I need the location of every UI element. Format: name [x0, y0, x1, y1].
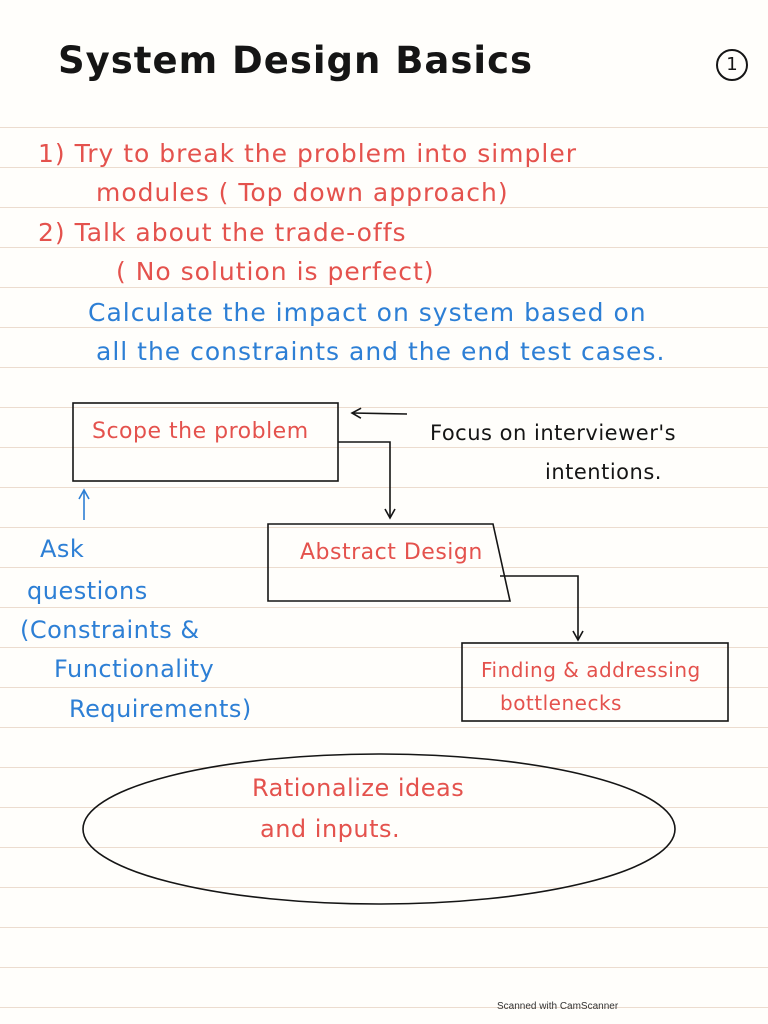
- title-band: [0, 0, 768, 118]
- bottleneck-box: [461, 642, 729, 722]
- rationalize-label-line-1: Rationalize ideas: [252, 774, 465, 802]
- bottleneck-label-line-2: bottlenecks: [500, 691, 622, 715]
- abstract-design-label: Abstract Design: [300, 540, 483, 565]
- bottleneck-label-line-1: Finding & addressing: [481, 658, 701, 682]
- arrow-focus-to-scope: [350, 407, 408, 419]
- note-line-3: 2) Talk about the trade-offs: [38, 218, 407, 247]
- rationalize-label-line-2: and inputs.: [260, 815, 401, 843]
- arrow-scope-to-abstract: [338, 441, 396, 520]
- note-line-2: modules ( Top down approach): [96, 178, 509, 207]
- ask-label-line-3: (Constraints &: [20, 616, 200, 644]
- focus-label-line-1: Focus on interviewer's: [430, 421, 677, 445]
- focus-label-line-2: intentions.: [545, 460, 662, 484]
- note-line-1: 1) Try to break the problem into simpler: [38, 139, 577, 168]
- rationalize-ellipse: [82, 753, 676, 905]
- ask-label-line-5: Requirements): [69, 695, 252, 723]
- arrow-abstract-to-bottleneck: [500, 575, 584, 642]
- ask-label-line-4: Functionality: [54, 655, 215, 683]
- abstract-design-box: [267, 523, 511, 602]
- ask-label-line-1: Ask: [40, 535, 85, 563]
- page-number-badge: 1: [716, 49, 748, 81]
- scope-label: Scope the problem: [92, 419, 309, 444]
- page-title: System Design Basics: [58, 39, 534, 82]
- note-line-5: Calculate the impact on system based on: [88, 298, 647, 327]
- ask-label-line-2: questions: [27, 577, 148, 605]
- note-line-6: all the constraints and the end test cas…: [96, 337, 666, 366]
- note-line-4: ( No solution is perfect): [116, 257, 435, 286]
- scanner-watermark: Scanned with CamScanner: [497, 1001, 619, 1012]
